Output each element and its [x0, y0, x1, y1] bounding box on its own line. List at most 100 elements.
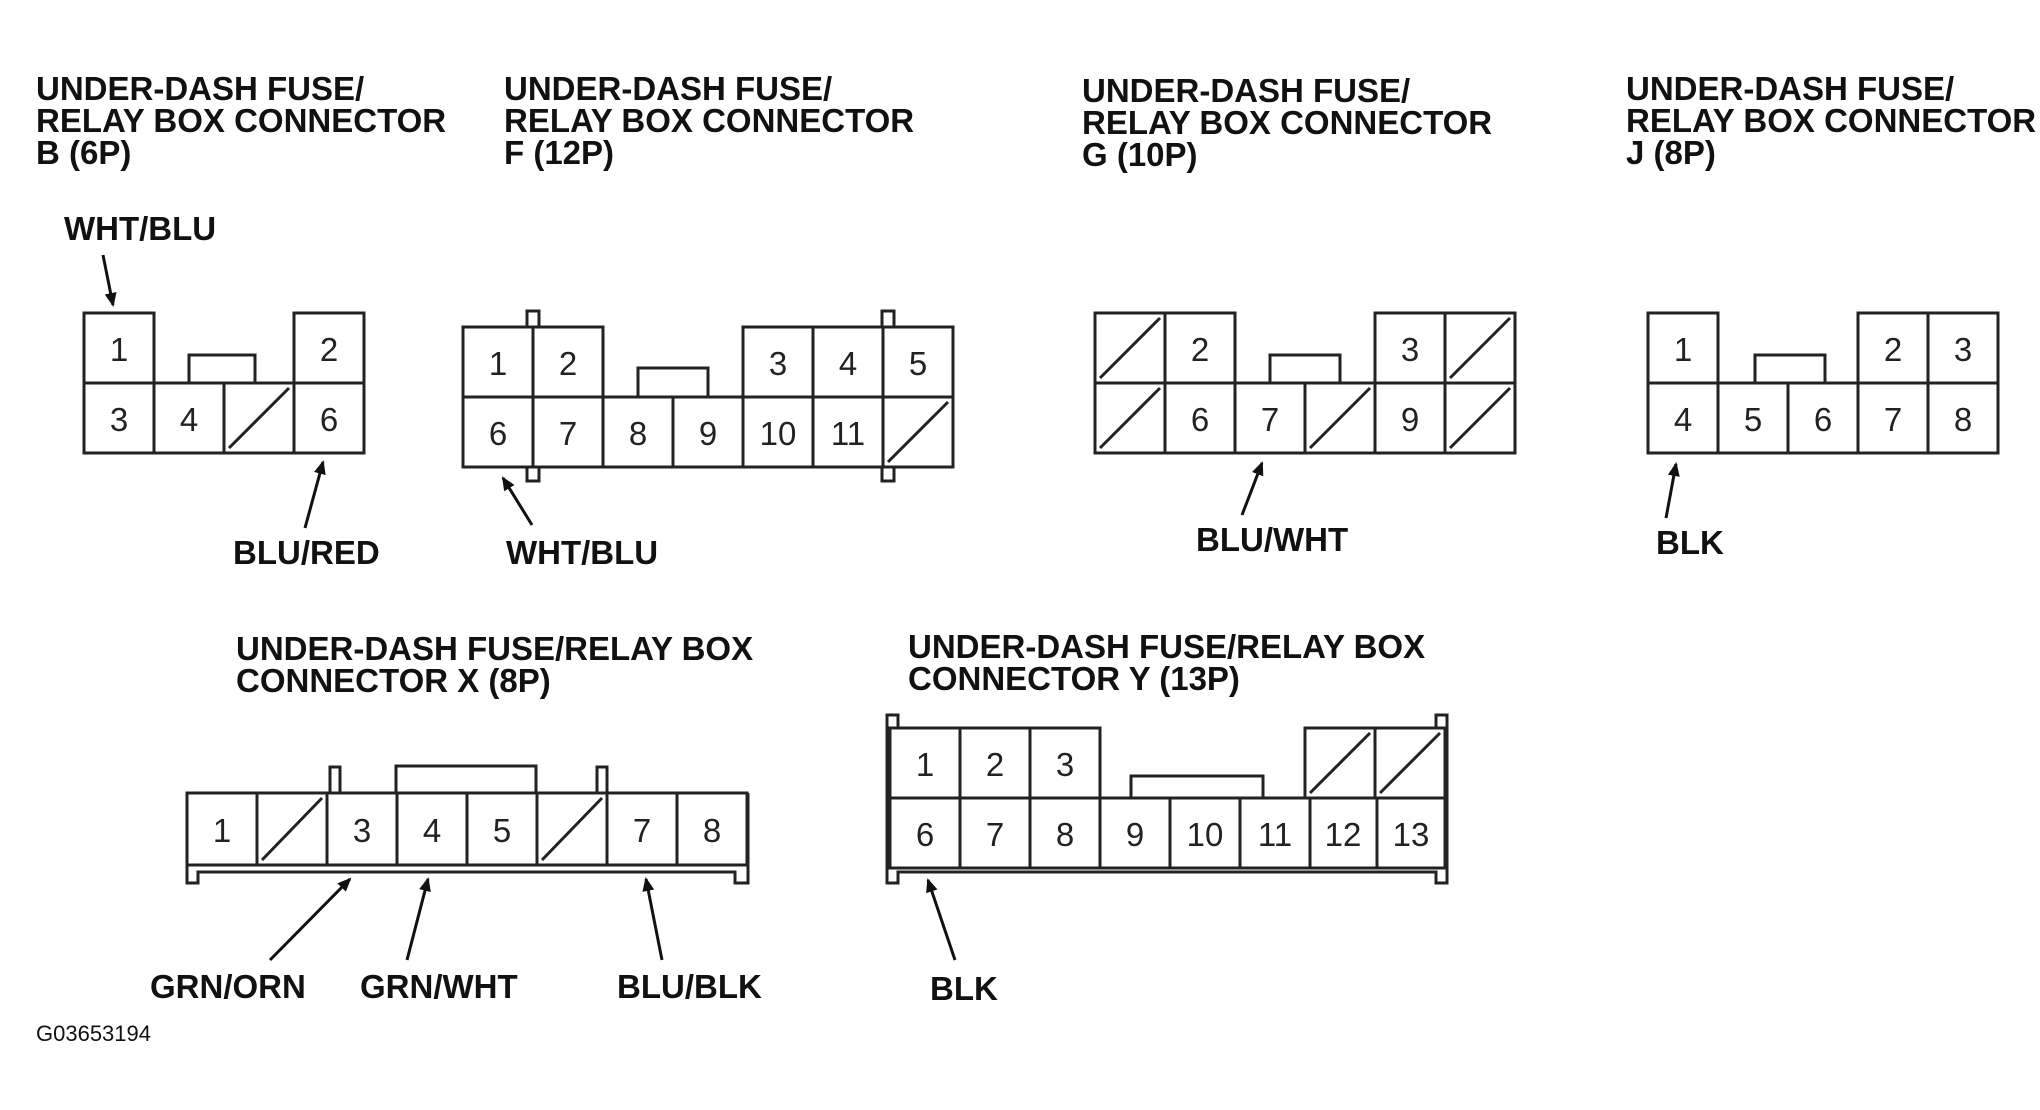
wire-arrow	[1240, 461, 1264, 516]
wire-arrow	[268, 877, 352, 962]
connector-x-blank-cavity-mark	[260, 796, 324, 862]
pin-number: 9	[1401, 401, 1419, 438]
connector-f-blank-cavity-mark	[886, 400, 950, 464]
connector-j-title-line-2: RELAY BOX CONNECTOR	[1626, 102, 2036, 139]
pin-number: 11	[1258, 816, 1292, 853]
pin-number: 5	[1744, 401, 1762, 438]
connector-g-cavity	[1233, 381, 1307, 455]
pin-number: 1	[489, 345, 507, 382]
connector-y-title-line-2: CONNECTOR Y (13P)	[908, 660, 1240, 697]
pin-number: 4	[180, 401, 198, 438]
pin-number: 4	[423, 812, 441, 849]
connector-y-cavity	[1308, 796, 1379, 870]
pin-number: 9	[699, 415, 717, 452]
connector-f-latch	[880, 465, 896, 483]
connector-f-cavity	[811, 395, 885, 469]
connector-x-latch	[328, 765, 342, 795]
connector-x: UNDER-DASH FUSE/RELAY BOX CONNECTOR X (8…	[150, 630, 762, 1005]
wire-arrow	[926, 878, 957, 961]
pin-number: 13	[1393, 816, 1430, 853]
connector-j-cavity	[1926, 381, 2000, 455]
pin-number: 6	[1191, 401, 1209, 438]
wire-color-label: GRN/WHT	[360, 968, 518, 1005]
connector-x-blank-cavity-mark	[540, 796, 604, 862]
connector-b: UNDER-DASH FUSE/ RELAY BOX CONNECTOR B (…	[36, 70, 446, 571]
connector-y-blank-cavity-mark	[1378, 731, 1442, 795]
pin-number: 6	[1814, 401, 1832, 438]
pin-number: 7	[1261, 401, 1279, 438]
connector-x-latch	[595, 765, 609, 795]
pin-number: 2	[986, 746, 1004, 783]
connector-g-title-line-3: G (10P)	[1082, 136, 1198, 173]
connector-b-title-line-1: UNDER-DASH FUSE/	[36, 70, 364, 107]
wire-arrow	[405, 877, 431, 961]
pin-number: 4	[839, 345, 857, 382]
connector-g-title-line-2: RELAY BOX CONNECTOR	[1082, 104, 1492, 141]
connector-f-latch	[525, 309, 541, 329]
connector-g-title-line-1: UNDER-DASH FUSE/	[1082, 72, 1410, 109]
pin-number: 9	[1126, 816, 1144, 853]
wire-color-label: BLK	[930, 970, 998, 1007]
pin-number: 1	[1674, 331, 1692, 368]
connector-x-cavity	[675, 791, 749, 867]
connector-y-title-line-1: UNDER-DASH FUSE/RELAY BOX	[908, 628, 1425, 665]
connector-j-lock-tab	[1753, 353, 1827, 385]
connector-y-cavity	[1375, 796, 1447, 870]
connector-f-cavity	[461, 325, 535, 399]
connector-b-title-line-2: RELAY BOX CONNECTOR	[36, 102, 446, 139]
connector-f-cavity	[881, 325, 955, 399]
pin-number: 2	[320, 331, 338, 368]
connector-b-lock-tab	[187, 353, 257, 385]
connector-x-lock-tab	[394, 764, 538, 795]
connector-x-cavity	[465, 791, 539, 867]
connector-x-housing	[185, 793, 750, 885]
connector-b-cavity	[292, 381, 366, 455]
pin-number: 7	[986, 816, 1004, 853]
pin-number: 11	[831, 415, 865, 452]
connector-y: UNDER-DASH FUSE/RELAY BOX CONNECTOR Y (1…	[885, 628, 1449, 1007]
pin-number: 6	[916, 816, 934, 853]
pin-number: 3	[1954, 331, 1972, 368]
connector-f-cavity	[741, 325, 815, 399]
connector-g-lock-tab	[1268, 353, 1342, 385]
pin-number: 3	[1401, 331, 1419, 368]
connector-g-blank-cavity-mark	[1448, 316, 1512, 380]
connector-x-cavity	[605, 791, 679, 867]
wire-color-label: BLU/BLK	[617, 968, 762, 1005]
connector-g: UNDER-DASH FUSE/ RELAY BOX CONNECTOR G (…	[1082, 72, 1517, 558]
pin-number: 3	[110, 401, 128, 438]
connector-y-cavity	[888, 726, 962, 800]
pin-number: 8	[1954, 401, 1972, 438]
wire-color-label: BLU/WHT	[1196, 521, 1348, 558]
connector-f-title-line-2: RELAY BOX CONNECTOR	[504, 102, 914, 139]
pin-number: 3	[353, 812, 371, 849]
connector-x-title-line-2: CONNECTOR X (8P)	[236, 662, 551, 699]
pin-number: 3	[1056, 746, 1074, 783]
connector-f-latch	[525, 465, 541, 483]
wire-color-label: BLU/RED	[233, 534, 380, 571]
pin-number: 1	[110, 331, 128, 368]
pin-number: 4	[1674, 401, 1692, 438]
connector-g-blank-cavity-mark	[1448, 386, 1512, 450]
connector-f-cavity	[741, 395, 815, 469]
pin-number: 7	[1884, 401, 1902, 438]
pin-number: 1	[916, 746, 934, 783]
connector-f-title-line-1: UNDER-DASH FUSE/	[504, 70, 832, 107]
connector-y-cavity	[1028, 726, 1102, 800]
connector-y-lock-tab	[1129, 774, 1265, 800]
wire-color-label: BLK	[1656, 524, 1724, 561]
wire-arrow	[303, 460, 326, 529]
connector-x-cavity	[185, 791, 259, 867]
connector-g-cavity	[1163, 311, 1237, 385]
connector-g-cavity	[1373, 381, 1447, 455]
connector-g-cavity	[1163, 381, 1237, 455]
pin-number: 12	[1325, 816, 1362, 853]
pin-number: 6	[320, 401, 338, 438]
wire-arrow	[101, 254, 117, 307]
connector-x-title-line-1: UNDER-DASH FUSE/RELAY BOX	[236, 630, 753, 667]
pin-number: 8	[1056, 816, 1074, 853]
connector-f: UNDER-DASH FUSE/ RELAY BOX CONNECTOR F (…	[461, 70, 955, 571]
connector-b-cavity	[292, 311, 366, 385]
pin-number: 7	[633, 812, 651, 849]
